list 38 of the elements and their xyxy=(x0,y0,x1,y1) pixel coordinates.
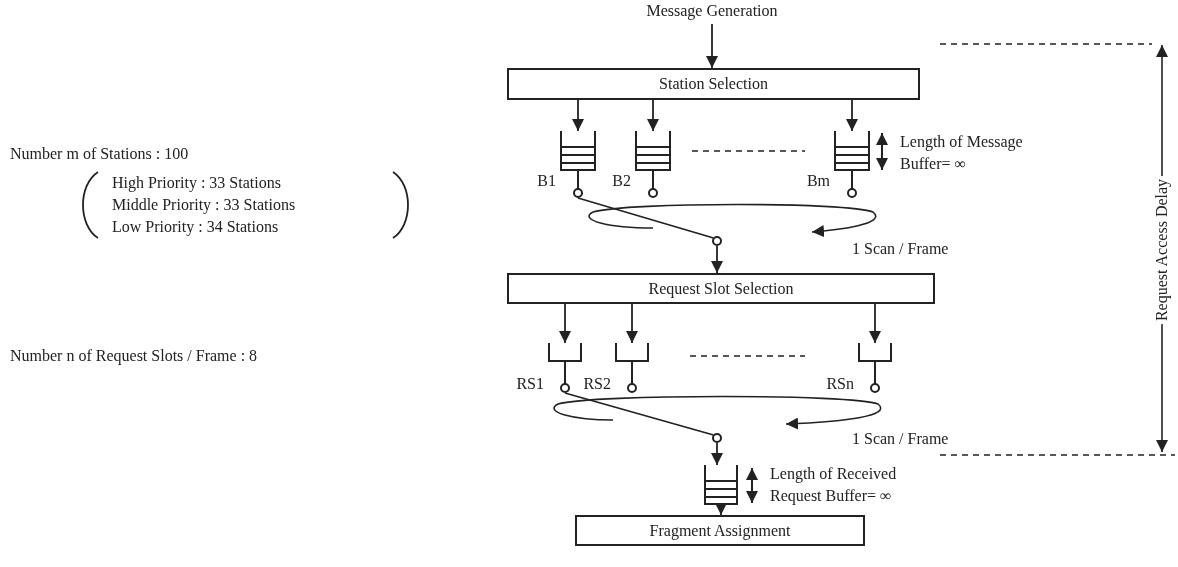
arrow xyxy=(846,99,858,132)
note-text: Middle Priority : 33 Stations xyxy=(112,195,296,216)
buffer-label: B1 xyxy=(537,172,556,190)
buffer-label: RS2 xyxy=(583,375,611,393)
arrow xyxy=(572,99,584,132)
box-label: Station Selection xyxy=(659,75,768,93)
note-text: High Priority : 33 Stations xyxy=(112,173,281,194)
note-text: Number n of Request Slots / Frame : 8 xyxy=(10,346,258,367)
dimension-label: Request Access Delay xyxy=(1153,175,1171,325)
process-box xyxy=(507,273,935,304)
arrow xyxy=(711,245,723,274)
arrow xyxy=(559,303,571,344)
source-label: Message Generation xyxy=(632,2,792,24)
arrow xyxy=(711,442,723,466)
note-text: Length of Received Request Buffer= ∞ xyxy=(770,464,898,507)
box-label: Request Slot Selection xyxy=(648,279,794,298)
note-text: 1 Scan / Frame xyxy=(852,429,949,449)
process-box xyxy=(575,515,865,546)
buffer-label: RSn xyxy=(826,375,854,393)
note-text: Low Priority : 34 Stations xyxy=(112,217,279,238)
buffer-label: B2 xyxy=(612,172,631,190)
arrow xyxy=(647,99,659,132)
arrow xyxy=(869,303,881,344)
message-buffer-icon xyxy=(704,465,738,505)
process-box xyxy=(507,68,920,100)
box-label: Fragment Assignment xyxy=(649,521,791,540)
arrow xyxy=(706,23,718,69)
switch-contact-icon xyxy=(712,236,722,246)
note-text: 1 Scan / Frame xyxy=(852,239,949,259)
note-text: Length of Message Buffer= ∞ xyxy=(900,132,1024,175)
arrow xyxy=(626,303,638,344)
switch-arm xyxy=(577,197,715,239)
buffer-label: RS1 xyxy=(516,375,544,393)
switch-arm xyxy=(564,392,715,436)
buffer-label: Bm xyxy=(806,172,830,190)
note-text: Number m of Stations : 100 xyxy=(10,144,189,164)
arrow xyxy=(715,503,727,516)
switch-contact-icon xyxy=(712,433,722,443)
